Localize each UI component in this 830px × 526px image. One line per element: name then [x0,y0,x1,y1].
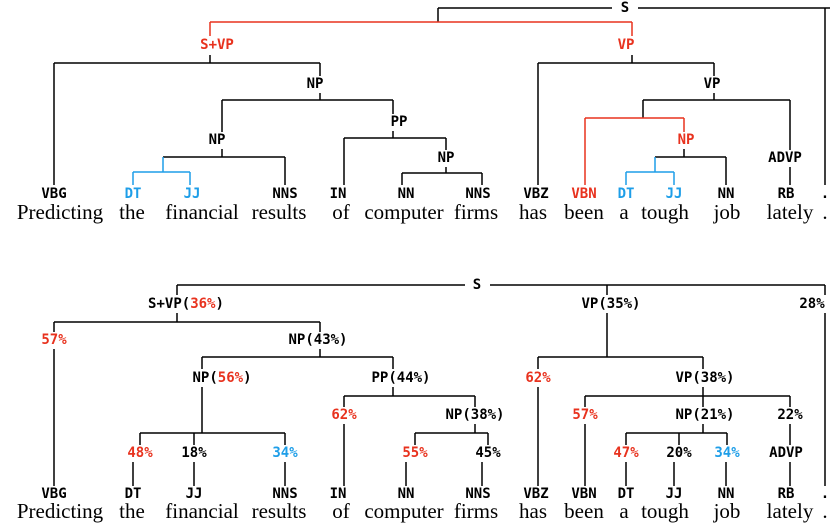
sentence-word: . [822,499,827,523]
pos-tag-dt2: DT [618,486,635,502]
pos-tag-vbg: VBG [41,486,66,502]
pct-vbg: 57% [41,332,67,348]
pos-tag-nns2: NNS [465,186,490,202]
sentence-word: Predicting [17,200,104,224]
node-np: NP [438,150,455,166]
pos-tag-vbn: VBN [571,186,596,202]
pos-tag-rb: RB [778,486,795,502]
node-np: NP(56%) [192,370,251,386]
sentence-word: tough [641,499,689,523]
pos-tag-nns: NNS [272,486,297,502]
node-np: NP [307,76,324,92]
node-s-vp: S+VP(36%) [148,296,224,312]
sentence-word: the [119,200,145,224]
node-np: NP [209,132,226,148]
sentence-word: of [332,499,350,523]
pos-tag-nns2: NNS [465,486,490,502]
sentence-word: lately [767,499,814,523]
pos-tag-nn2: NN [718,186,735,202]
pos-tag-dot: . [821,486,829,502]
sentence-word: the [119,499,145,523]
sentence-word: job [713,499,741,523]
pct-dt2: 47% [613,445,639,461]
pct-advp: 22% [777,407,803,423]
pct-in: 62% [331,407,357,423]
pos-tag-dt2: DT [618,186,635,202]
pos-tag-dot: . [821,186,829,202]
sentence-word: firms [454,499,498,523]
pct-nn: 55% [402,445,428,461]
pct-dot: 28% [799,296,825,312]
pos-tag-vbn: VBN [571,486,596,502]
pct-vbz: 62% [525,370,551,386]
sentence-word: job [713,200,741,224]
pos-tag-in: IN [330,486,347,502]
pct-nns2: 45% [475,445,501,461]
pos-tag-nn: NN [398,186,415,202]
gold-parse-tree: S S+VP VP NP NP PP NP VP ADVP NP VBG DT JJ NNS IN NN NNS… [17,0,830,224]
sentence-word: Predicting [17,499,104,523]
sentence-word: a [619,200,629,224]
sentence-word: results [252,499,307,523]
sentence-word: lately [767,200,814,224]
pos-tag-jj2: JJ [666,486,683,502]
pct-dt: 48% [127,445,153,461]
sentence-word: . [822,200,827,224]
sentence-word: has [519,200,547,224]
sentence-word: been [564,499,604,523]
pct-vbn: 57% [572,407,598,423]
predicted-parse-tree: S S+VP(36%) VP(35%) 28% 57% NP(43%) NP(56%) PP(… [17,277,829,523]
pos-tag-vbg: VBG [41,186,66,202]
sentence-word: results [252,200,307,224]
node-vp: VP [704,76,721,92]
pos-tag-rb: RB [778,186,795,202]
pos-tag-jj2: JJ [666,186,683,202]
sentence-word: financial [165,499,239,523]
node-np: NP [678,132,695,148]
pos-tag-nn: NN [398,486,415,502]
node-vp: VP [618,37,635,53]
pos-tag-vbz: VBZ [523,486,548,502]
sentence-word: has [519,499,547,523]
sentence-word: computer [364,200,443,224]
node-vp: VP(38%) [675,370,734,386]
pos-tag-jj: JJ [184,186,201,202]
node-s-vp: S+VP [200,37,234,53]
pos-tag-nn2: NN [718,486,735,502]
sentence-word: financial [165,200,239,224]
pos-tag-dt: DT [125,186,142,202]
sentence-word: firms [454,200,498,224]
pct-jj2: 20% [666,445,692,461]
pos-tag-dt: DT [125,486,142,502]
node-vp: VP(35%) [581,296,640,312]
node-np: NP(21%) [675,407,734,423]
pos-tag-vbz: VBZ [523,186,548,202]
node-advp: ADVP [768,150,802,166]
pct-jj: 18% [181,445,207,461]
pos-tag-in: IN [330,186,347,202]
node-pp: PP [391,114,408,130]
sentence-word: of [332,200,350,224]
sentence-word: computer [364,499,443,523]
sentence-word: tough [641,200,689,224]
node-advp: ADVP [769,445,803,461]
node-s: S [621,0,629,16]
pct-nns: 34% [272,445,298,461]
pct-nn2: 34% [714,445,740,461]
node-s: S [473,277,481,293]
sentence-word: been [564,200,604,224]
node-np: NP(38%) [445,407,504,423]
node-pp: PP(44%) [371,370,430,386]
sentence-word: a [619,499,629,523]
pos-tag-jj: JJ [186,486,203,502]
node-np: NP(43%) [288,332,347,348]
pos-tag-nns: NNS [272,186,297,202]
